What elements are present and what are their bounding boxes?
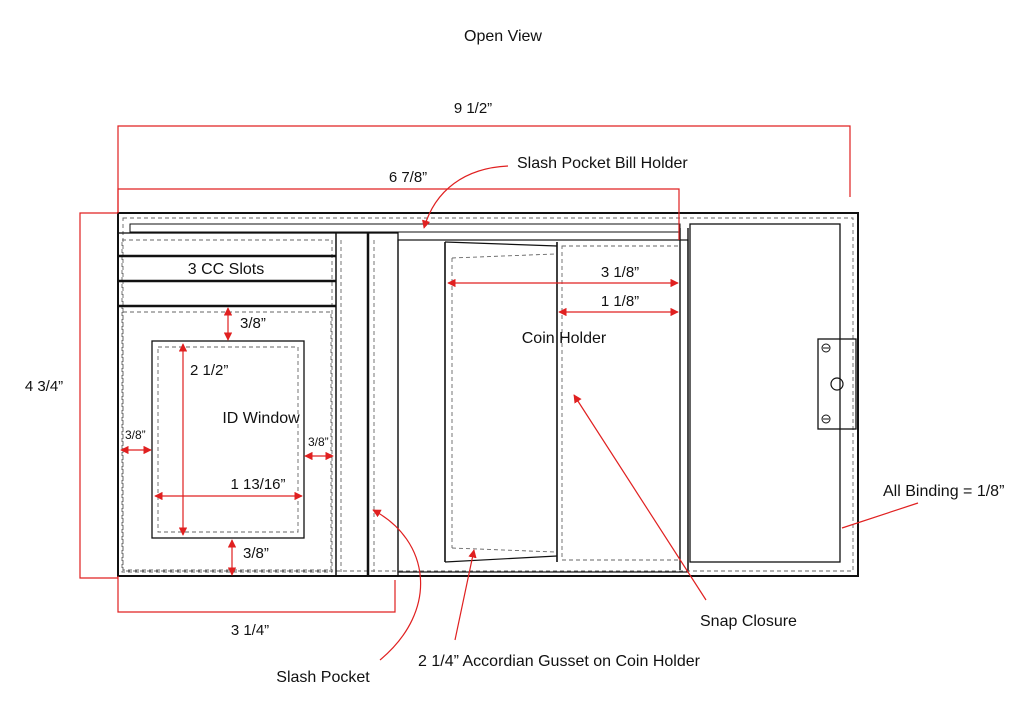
bill-holder-label: Slash Pocket Bill Holder — [517, 155, 688, 172]
dim-margin-bottom: 3/8” — [227, 539, 269, 576]
id-window-label: ID Window — [222, 410, 300, 427]
dim-id-window-width: 1 13/16” — [154, 476, 303, 501]
left-panel — [117, 232, 337, 577]
dim-margin-left-label: 3/8” — [125, 428, 146, 442]
dim-height: 4 3/4” — [25, 212, 118, 579]
callout-bill-holder: Slash Pocket Bill Holder — [422, 155, 688, 229]
right-flap — [689, 223, 857, 563]
dim-margin-bottom-label: 3/8” — [243, 545, 269, 562]
dim-margin-top: 3/8” — [223, 307, 266, 341]
dim-overall-width-label: 9 1/2” — [454, 100, 492, 117]
coin-holder-area — [397, 228, 689, 573]
callout-snap-closure: Snap Closure — [573, 394, 797, 630]
dim-margin-right: 3/8” — [304, 435, 334, 461]
callout-slash-pocket: Slash Pocket — [276, 509, 422, 686]
slash-pocket-label: Slash Pocket — [276, 669, 370, 686]
dim-inner-width-label: 6 7/8” — [389, 169, 427, 186]
dim-coin-pocket-label: 1 1/8” — [601, 293, 639, 310]
dim-coin-holder-width: 3 1/8” — [447, 264, 679, 288]
dim-coin-holder-label: 3 1/8” — [601, 264, 639, 281]
dim-id-window-height: 2 1/2” — [178, 343, 228, 536]
dim-inner-width: 6 7/8” — [117, 169, 680, 240]
dim-margin-right-label: 3/8” — [308, 435, 329, 449]
slash-pocket-strips — [335, 232, 399, 577]
dim-height-label: 4 3/4” — [25, 378, 63, 395]
cc-slots-label: 3 CC Slots — [188, 261, 264, 278]
view-title: Open View — [464, 28, 542, 45]
binding-label: All Binding = 1/8” — [883, 483, 1004, 500]
gusset-label: 2 1/4” Accordian Gusset on Coin Holder — [418, 653, 701, 670]
dim-id-width-label: 1 13/16” — [230, 476, 285, 493]
dim-overall-width: 9 1/2” — [117, 100, 851, 213]
callout-binding: All Binding = 1/8” — [841, 483, 1004, 529]
callout-gusset: 2 1/4” Accordian Gusset on Coin Holder — [418, 549, 701, 670]
coin-holder-label: Coin Holder — [522, 330, 607, 347]
dim-left-panel-label: 3 1/4” — [231, 622, 269, 639]
snap-closure-label: Snap Closure — [700, 613, 797, 630]
dim-margin-left: 3/8” — [120, 428, 152, 455]
dim-coin-pocket-width: 1 1/8” — [558, 293, 679, 317]
dim-left-panel-width: 3 1/4” — [117, 576, 396, 639]
dim-margin-top-label: 3/8” — [240, 315, 266, 332]
dim-id-height-label: 2 1/2” — [190, 362, 228, 379]
